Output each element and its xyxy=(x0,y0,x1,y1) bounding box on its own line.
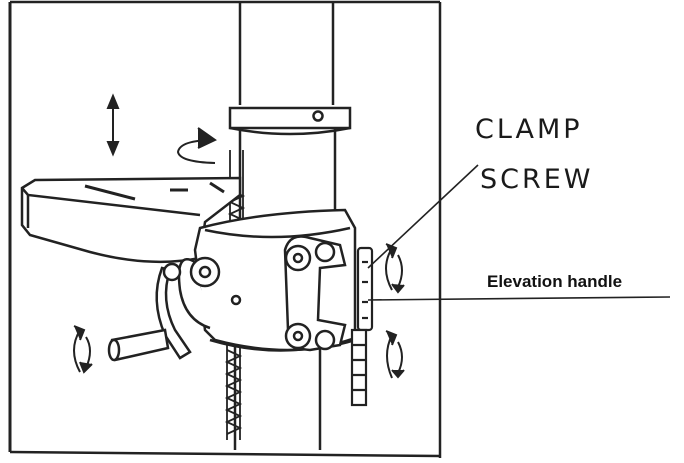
rotate-arrow-icon-left xyxy=(73,325,93,374)
rack xyxy=(224,150,246,440)
elevation-handle-label: Elevation handle xyxy=(487,272,622,291)
rack-ring xyxy=(228,106,352,220)
clamp-jaws xyxy=(283,235,347,352)
rotate-arrow-icon-right xyxy=(385,243,405,379)
clamp-label-line2: SCREW xyxy=(480,164,594,195)
table xyxy=(20,176,242,264)
updown-arrow-icon xyxy=(106,93,120,157)
picture-frame xyxy=(8,0,442,458)
rotate-arrow-icon xyxy=(176,127,217,164)
leader-lines xyxy=(367,164,671,301)
table-lock-handle xyxy=(107,262,192,362)
clamp-label-line1: CLAMP xyxy=(475,114,583,145)
